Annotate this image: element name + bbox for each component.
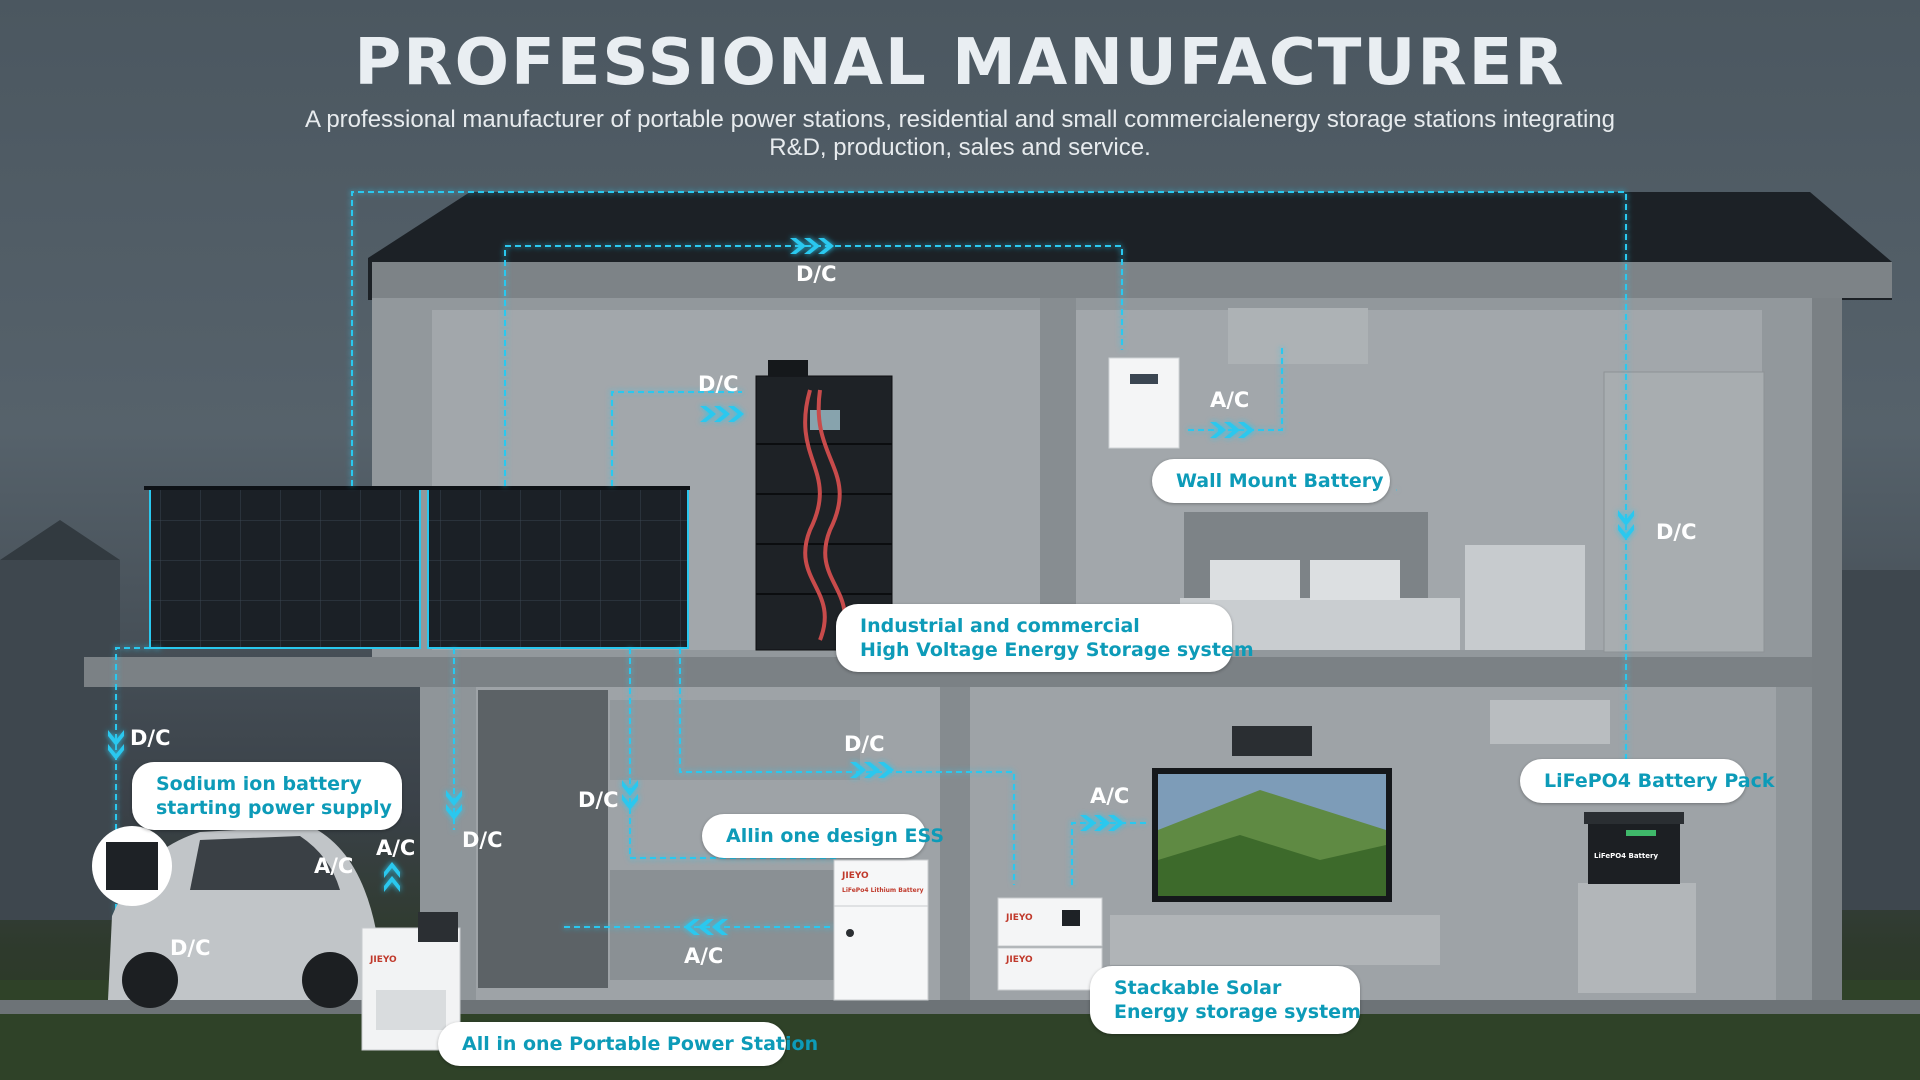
electric-car <box>108 826 376 1008</box>
flow-label-station-ac: A/C <box>376 836 416 860</box>
flow-label-ground-ac: A/C <box>684 944 724 968</box>
label-allin-ess: Allin one design ESS <box>702 814 945 858</box>
wall-mount-battery <box>1108 357 1180 449</box>
lifepo4-battery <box>1584 812 1684 884</box>
background-houses <box>0 520 1920 920</box>
flow-line-rack <box>611 391 742 486</box>
label-sodium-line2: starting power supply <box>156 797 392 819</box>
arrow-car-ac <box>384 862 400 892</box>
label-sodium-battery: Sodium ion battery starting power supply <box>132 762 402 830</box>
sodium-battery-badge <box>92 826 172 906</box>
label-stackable-line1: Stackable Solar <box>1114 977 1282 999</box>
arrow-roof <box>790 238 834 254</box>
flow-line-kitchen <box>629 648 840 859</box>
arrow-station <box>446 790 462 820</box>
arrow-kitchen <box>622 780 638 810</box>
arrow-wall <box>1210 422 1254 438</box>
flow-label-station-dc: D/C <box>462 828 503 852</box>
page-title: PROFESSIONAL MANUFACTURER <box>354 26 1566 100</box>
label-high-voltage: Industrial and commercial High Voltage E… <box>836 604 1254 672</box>
label-sodium-line1: Sodium ion battery <box>156 773 362 795</box>
flow-line-roof-inner <box>504 245 1123 486</box>
arrow-left <box>108 730 124 760</box>
label-stackable: Stackable Solar Energy storage system <box>1090 966 1361 1034</box>
allin-one-ess <box>833 859 929 1001</box>
label-allin-ess-text: Allin one design ESS <box>726 825 945 847</box>
page-subtitle: A professional manufacturer of portable … <box>304 106 1615 161</box>
flow-line-wall <box>1188 346 1283 431</box>
stackable-storage <box>997 897 1103 991</box>
flow-label-rack-dc: D/C <box>698 372 739 396</box>
label-high-voltage-line1: Industrial and commercial <box>860 615 1140 637</box>
flow-line-middle <box>679 648 1015 885</box>
flow-label-kitchen-dc: D/C <box>578 788 619 812</box>
flow-label-left-dc: D/C <box>130 726 171 750</box>
portable-power-station <box>361 912 461 1051</box>
label-wall-mount-battery: Wall Mount Battery <box>1152 459 1390 503</box>
arrow-right <box>1618 510 1634 540</box>
solar-panels <box>144 486 690 649</box>
label-stackable-line2: Energy storage system <box>1114 1001 1361 1023</box>
ess-logo: JIEYO <box>841 871 869 881</box>
lifepo4-small-text: LiFePO4 Battery <box>1594 852 1658 860</box>
ess-small-text: LiFePo4 Lithium Battery <box>842 887 924 894</box>
flow-label-car-dc: D/C <box>170 936 211 960</box>
flow-label-right-dc: D/C <box>1656 520 1697 544</box>
arrow-ground <box>684 919 728 935</box>
stackable-logo-top: JIEYO <box>1005 913 1033 923</box>
flow-label-wall-ac: A/C <box>1210 388 1250 412</box>
flow-label-car-ac: A/C <box>314 854 354 878</box>
label-wall-mount-text: Wall Mount Battery <box>1176 470 1384 492</box>
arrow-tv <box>1080 815 1124 831</box>
portable-logo: JIEYO <box>369 955 397 965</box>
flow-line-roof-outer <box>351 191 1627 770</box>
stackable-logo-bottom: JIEYO <box>1005 955 1033 965</box>
label-portable-text: All in one Portable Power Station <box>462 1033 819 1055</box>
kitchen-door <box>478 690 608 988</box>
flow-line-left <box>115 647 160 916</box>
label-lifepo4: LiFePO4 Battery Pack <box>1520 759 1775 803</box>
flow-label-middle-dc: D/C <box>844 732 885 756</box>
flow-label-roof-dc: D/C <box>796 262 837 286</box>
house <box>0 192 1920 1014</box>
arrow-rack <box>700 406 744 422</box>
label-high-voltage-line2: High Voltage Energy Storage system <box>860 639 1254 661</box>
label-portable-station: All in one Portable Power Station <box>438 1022 819 1066</box>
arrow-middle <box>850 762 894 778</box>
label-lifepo4-text: LiFePO4 Battery Pack <box>1544 770 1775 792</box>
television <box>1152 768 1392 902</box>
flow-label-tv-ac: A/C <box>1090 784 1130 808</box>
